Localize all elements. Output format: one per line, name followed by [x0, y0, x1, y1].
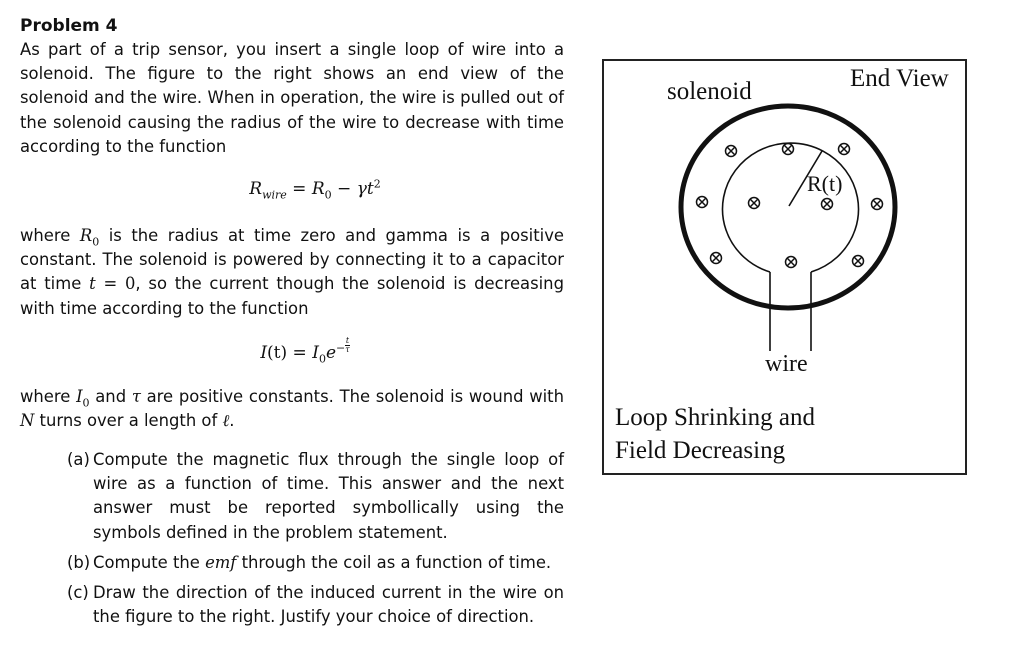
figure-caption: Loop Shrinking and Field Decreasing — [615, 404, 815, 464]
part-label: (a) — [67, 450, 90, 469]
end-view-figure: End View solenoid R(t) wire Loop Shrinki… — [602, 59, 967, 475]
solenoid-circle — [678, 103, 898, 311]
part-b: (b) Compute the emf through the coil as … — [67, 551, 564, 575]
field-markers — [695, 142, 884, 269]
field-into-page-icon — [709, 251, 723, 265]
radius-line — [788, 150, 823, 207]
capacitor-paragraph: where R0 is the radius at time zero and … — [20, 226, 564, 318]
solenoid-label: solenoid — [667, 78, 752, 105]
part-c: (c) Draw the direction of the induced cu… — [67, 583, 564, 627]
intro-paragraph: As part of a trip sensor, you insert a s… — [20, 40, 564, 156]
wire-label: wire — [765, 351, 808, 377]
radius-equation: Rwire = R0 − γt2 — [249, 177, 381, 202]
wire-loop — [721, 142, 860, 273]
question-parts: (a) Compute the magnetic flux through th… — [67, 448, 564, 635]
part-label: (b) — [67, 552, 91, 572]
constants-paragraph: where I0 and τ are positive constants. T… — [20, 387, 564, 431]
field-into-page-icon — [837, 142, 851, 156]
field-into-page-icon — [870, 197, 884, 211]
field-into-page-icon — [851, 254, 865, 268]
part-a: (a) Compute the magnetic flux through th… — [67, 450, 564, 542]
field-into-page-icon — [781, 142, 795, 156]
solenoid-diagram — [678, 103, 898, 351]
problem-title: Problem 4 — [20, 16, 118, 36]
part-label: (c) — [67, 583, 89, 603]
field-into-page-icon — [747, 196, 761, 210]
radius-label: R(t) — [807, 171, 843, 196]
field-into-page-icon — [820, 197, 834, 211]
end-view-label: End View — [850, 65, 949, 92]
field-into-page-icon — [695, 195, 709, 209]
problem-text: Problem 4 As part of a trip sensor, you … — [20, 14, 564, 626]
field-into-page-icon — [724, 144, 738, 158]
field-into-page-icon — [784, 255, 798, 269]
